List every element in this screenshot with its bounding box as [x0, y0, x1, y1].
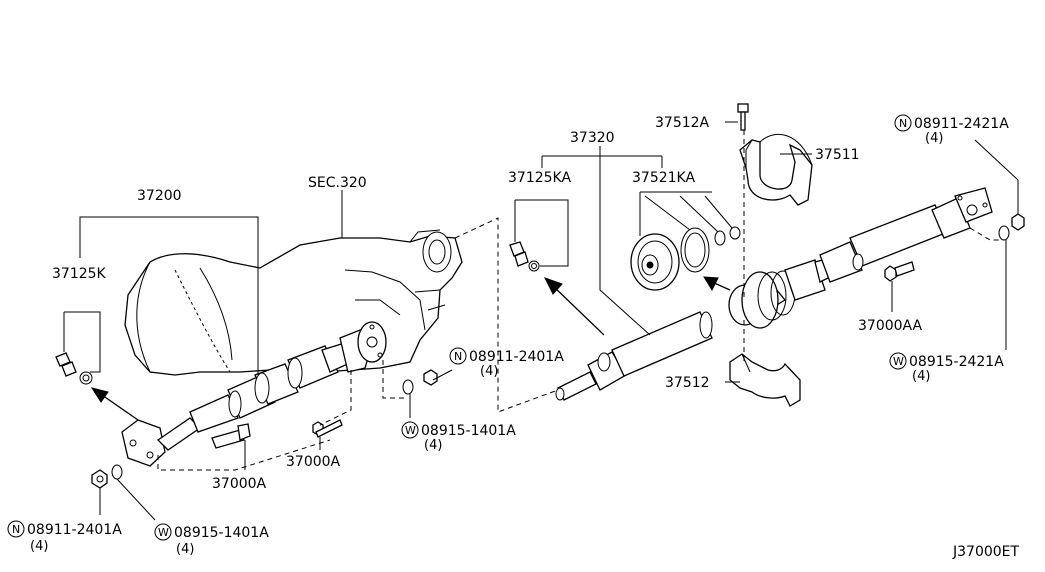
label-37200: 37200 [137, 188, 182, 204]
leader-lines [63, 121, 1019, 521]
center-bearing-kit [630, 226, 741, 291]
label-washer-right-qty: (4) [912, 369, 930, 384]
label-37512a: 37512A [655, 115, 710, 131]
label-37125k: 37125K [52, 266, 107, 282]
front-propeller-shaft [121, 321, 387, 467]
arrow-middle [543, 277, 605, 336]
label-37000aa: 37000AA [858, 318, 923, 334]
bolt-37000a-middle [312, 419, 343, 438]
nut-symbol-letter-right: N [899, 117, 907, 130]
label-washer-left-code: 08915-1401A [174, 525, 269, 541]
washer-symbol-left [154, 523, 172, 541]
bolt-37512a [737, 103, 749, 131]
label-37511: 37511 [815, 147, 860, 163]
washer-symbol-letter-right: W [893, 355, 904, 368]
label-37000a-left: 37000A [212, 476, 267, 492]
label-washer-mid-code: 08915-1401A [421, 423, 516, 439]
arrow-left [90, 387, 139, 421]
part-labels: 37200 SEC.320 37125K 37000A 37000A N 089… [7, 114, 1020, 560]
label-nut-right-code: 08911-2421A [914, 116, 1009, 132]
universal-joint-right [509, 241, 540, 272]
washer-symbol-letter-left: W [158, 526, 169, 539]
nut-washer-left [91, 464, 123, 489]
label-nut-mid-code: 08911-2401A [469, 349, 564, 365]
bracket-upper [739, 133, 813, 206]
label-37512: 37512 [665, 375, 710, 391]
label-washer-right-code: 08915-2421A [909, 354, 1004, 370]
nut-symbol-letter-left: N [12, 523, 20, 536]
nut-symbol-mid [449, 347, 467, 365]
transmission-housing [124, 229, 463, 376]
universal-joint-left [55, 352, 93, 385]
rear-propeller-shaft [555, 187, 993, 401]
nut-symbol-left [7, 520, 25, 538]
label-37521ka: 37521KA [632, 170, 695, 186]
label-nut-left-code: 08911-2401A [27, 522, 122, 538]
label-nut-left-qty: (4) [30, 539, 48, 554]
label-37125ka: 37125KA [508, 170, 571, 186]
washer-symbol-mid [401, 421, 419, 439]
label-washer-left-qty: (4) [176, 542, 194, 557]
label-nut-mid-qty: (4) [480, 364, 498, 379]
nut-symbol-right [894, 114, 912, 132]
label-sec320: SEC.320 [308, 175, 367, 191]
label-nut-right-qty: (4) [925, 131, 943, 146]
bracket-lower [729, 353, 801, 407]
label-37320: 37320 [570, 130, 615, 146]
bolt-37000aa [884, 261, 915, 282]
nut-symbol-letter-mid: N [454, 350, 462, 363]
arrow-right [703, 276, 731, 292]
bolt-37000a-left [211, 423, 251, 449]
nut-washer-middle [402, 369, 438, 395]
diagram-id: J37000ET [952, 544, 1020, 560]
nut-washer-right [998, 213, 1025, 241]
label-washer-mid-qty: (4) [424, 438, 442, 453]
washer-symbol-letter-mid: W [405, 424, 416, 437]
washer-symbol-right [889, 352, 907, 370]
label-37000a-mid: 37000A [286, 454, 341, 470]
